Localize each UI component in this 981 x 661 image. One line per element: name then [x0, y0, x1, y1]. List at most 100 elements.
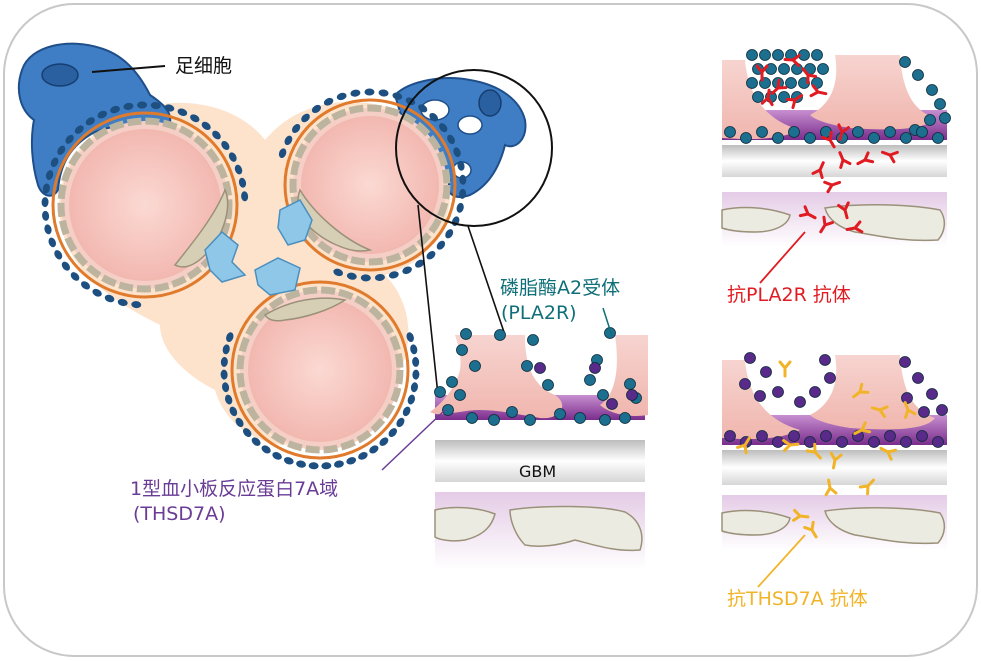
foot-process: [378, 89, 389, 97]
foot-process: [42, 183, 50, 194]
foot-process: [410, 344, 418, 355]
pla2r-antigen: [488, 414, 500, 426]
foot-process: [272, 452, 282, 460]
foot-process: [412, 369, 420, 380]
foot-process: [70, 272, 80, 281]
foot-process: [80, 281, 91, 290]
thsd7a-antigen: [754, 390, 766, 402]
pointer-podocyte: [91, 65, 166, 73]
pointer-thsd7a: [381, 409, 446, 471]
pla2r-antigen: [912, 69, 924, 81]
foot-process: [104, 294, 115, 303]
anti-pla2r-antibody: [837, 201, 850, 220]
zoom-line: [417, 204, 439, 396]
foot-process: [457, 160, 465, 171]
thsd7a-antigen: [916, 430, 928, 442]
thsd7a-antigen: [739, 378, 751, 390]
foot-process: [220, 356, 228, 367]
foot-process: [50, 157, 59, 168]
foot-process: [369, 445, 379, 454]
foot-process: [177, 108, 188, 117]
foot-process: [358, 452, 368, 460]
podocyte-nucleus: [41, 63, 79, 87]
anti-thsd7a-antibody: [736, 436, 751, 455]
thsd7a-antigen: [606, 398, 618, 410]
foot-process: [283, 457, 294, 465]
foot-process: [453, 147, 461, 158]
pla2r-antigen: [584, 374, 596, 386]
pla2r-antigen: [524, 414, 536, 426]
anti-thsd7a-antibody: [824, 478, 838, 497]
anti-pla2r-antibody: [821, 130, 836, 149]
thsd7a-antigen: [756, 430, 768, 442]
foot-process: [426, 251, 436, 260]
pla2r-antigen: [899, 56, 911, 68]
foot-process: [333, 460, 344, 468]
thsd7a-antigen: [744, 352, 756, 364]
foot-process: [406, 332, 414, 343]
label-thsd7a-name: 1型血小板反应蛋白7A域: [130, 478, 339, 500]
anti-pla2r-antibody: [811, 161, 825, 180]
anti-thsd7a-antibody: [903, 401, 917, 419]
mesangial-cell: [204, 230, 247, 283]
foot-process: [418, 104, 428, 113]
foot-process: [311, 104, 322, 114]
pla2r-antigen: [456, 344, 468, 356]
anti-thsd7a-antibody: [829, 451, 843, 470]
foot-process: [396, 417, 405, 428]
pointer-pla2r: [602, 307, 613, 337]
foot-process: [346, 272, 357, 280]
foot-process: [235, 417, 244, 428]
pla2r-antigen: [466, 412, 478, 424]
foot-process: [388, 271, 399, 279]
foot-process: [350, 89, 361, 97]
foot-process: [459, 188, 467, 199]
pla2r-antigen: [934, 98, 946, 110]
pla2r-antigen: [756, 126, 768, 138]
pla2r-antigen: [469, 360, 481, 372]
foot-process: [346, 457, 357, 465]
pla2r-antigen: [599, 414, 611, 426]
pla2r-antigen: [446, 376, 458, 388]
pla2r-antigen: [785, 77, 797, 89]
pla2r-antigen: [746, 49, 758, 61]
foot-process: [131, 301, 142, 309]
foot-process: [137, 101, 148, 109]
thsd7a-antigen: [836, 436, 848, 448]
pla2r-antigen: [924, 114, 936, 126]
foot-process: [292, 123, 301, 133]
anti-pla2r-antibody: [856, 151, 875, 166]
pla2r-antigen: [900, 132, 912, 144]
foot-process: [379, 437, 389, 446]
mesangial-cell: [277, 199, 313, 246]
thsd7a-antigen: [918, 406, 930, 418]
endothelial-cell: [173, 188, 229, 268]
anti-thsd7a-antibody: [782, 439, 800, 453]
foot-process: [201, 121, 211, 131]
pla2r-antigen: [542, 379, 554, 391]
foot-process: [65, 134, 74, 144]
pla2r-antigen: [624, 378, 636, 390]
anti-thsd7a-antibody: [858, 478, 875, 496]
foot-process: [407, 394, 416, 405]
foot-process: [284, 135, 293, 146]
foot-process: [402, 406, 411, 417]
pla2r-antigen: [521, 360, 533, 372]
pla2r-antigen: [752, 91, 764, 103]
pla2r-antigen: [434, 386, 446, 398]
thsd7a-antigen: [794, 396, 806, 408]
pla2r-antigen: [852, 126, 864, 138]
thsd7a-antigen: [926, 388, 938, 400]
foot-process: [117, 298, 128, 307]
foot-process: [85, 117, 95, 126]
zoom-line: [467, 225, 506, 336]
pla2r-antigen: [527, 334, 539, 346]
anti-pla2r-antibody: [785, 93, 804, 110]
foot-process: [54, 250, 63, 260]
thsd7a-antigen: [809, 386, 821, 398]
foot-process: [45, 170, 54, 180]
thsd7a-antigen: [772, 436, 784, 448]
foot-process: [57, 145, 66, 155]
thsd7a-antigen: [884, 430, 896, 442]
